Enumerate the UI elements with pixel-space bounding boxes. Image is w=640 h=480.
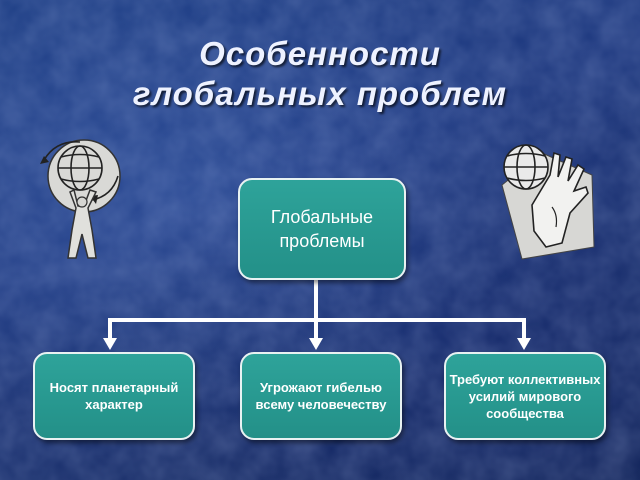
root-node-label: Глобальные проблемы [270, 207, 374, 251]
arrowhead-center [309, 338, 323, 350]
hand-holding-globe-icon [501, 144, 595, 260]
root-node-box: Глобальные проблемы [238, 178, 406, 280]
arrowhead-right [517, 338, 531, 350]
child-node-label: Угрожают гибелью всему человечеству [255, 380, 387, 412]
title-line-1: Особенности [199, 35, 441, 72]
person-holding-globe-icon [40, 139, 121, 259]
arrowhead-left [103, 338, 117, 350]
title-line-2: глобальных проблем [132, 75, 508, 112]
child-node-collective: Требуют коллективных усилий мирового соо… [444, 352, 606, 440]
page-title: Особенности глобальных проблем [0, 34, 640, 114]
child-node-threat: Угрожают гибелью всему человечеству [240, 352, 402, 440]
child-node-label: Носят планетарный характер [49, 380, 179, 412]
child-node-planetary: Носят планетарный характер [33, 352, 195, 440]
child-node-label: Требуют коллективных усилий мирового соо… [449, 371, 601, 421]
